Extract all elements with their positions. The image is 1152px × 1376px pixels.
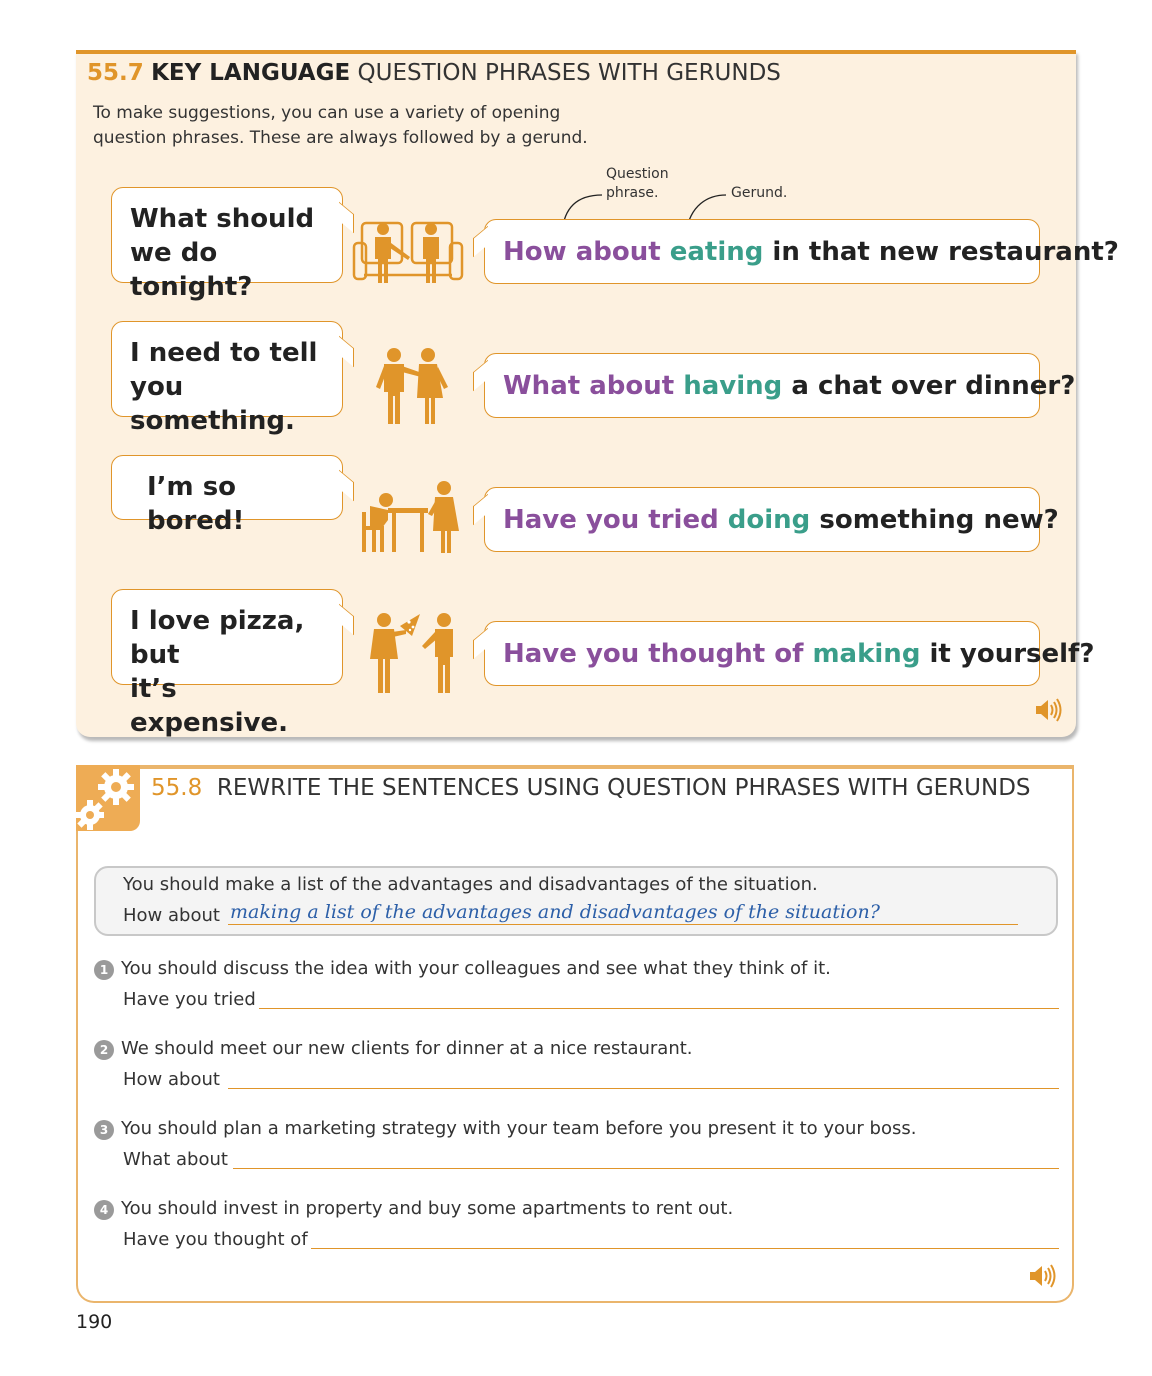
prompt-line-1: I need to tell <box>130 338 318 368</box>
gerund: doing <box>727 504 811 535</box>
bored-person-at-table-icon <box>362 481 459 553</box>
item-prompt-2: How about <box>123 1069 220 1090</box>
item-number-4: 4 <box>94 1200 114 1220</box>
couple-talking-icon <box>376 348 448 424</box>
answer-line-4[interactable] <box>311 1248 1059 1249</box>
item-number-2: 2 <box>94 1040 114 1060</box>
answer-line-3[interactable] <box>233 1168 1059 1169</box>
prompt-line-2: it’s expensive. <box>130 674 289 738</box>
exercise-icon-box <box>76 765 140 831</box>
prompt-bubble-4: I love pizza, but it’s expensive. <box>111 589 343 738</box>
gerund: making <box>812 638 921 669</box>
example-prompt: How about <box>123 905 220 926</box>
suggestion-bubble-4: Have you thought of making it yourself? <box>484 621 1094 686</box>
prompt-bubble-3: I’m so bored! <box>111 455 343 536</box>
exercise-panel <box>76 765 1074 1303</box>
prompt-line-1: I love pizza, but <box>130 606 305 670</box>
suggestion-rest: a chat over dinner? <box>791 370 1076 401</box>
item-sentence-3: You should plan a marketing strategy wit… <box>121 1118 917 1139</box>
item-sentence-2: We should meet our new clients for dinne… <box>121 1038 693 1059</box>
question-phrase: How about <box>503 236 661 267</box>
annotation-gerund: Gerund. <box>731 185 788 201</box>
item-prompt-1: Have you tried <box>123 989 256 1010</box>
prompt-line-1: I’m so bored! <box>147 472 245 536</box>
section-number: 55.7 <box>87 60 144 86</box>
section-title-text: QUESTION PHRASES WITH GERUNDS <box>357 60 781 86</box>
question-phrase: What about <box>503 370 675 401</box>
intro-text: To make suggestions, you can use a varie… <box>93 101 588 151</box>
example-answer: making a list of the advantages and disa… <box>230 901 880 923</box>
prompt-line-2: we do tonight? <box>130 238 253 302</box>
section-title-55-7: 55.7 KEY LANGUAGE QUESTION PHRASES WITH … <box>87 60 781 86</box>
suggestion-rest: it yourself? <box>929 638 1095 669</box>
item-number-3: 3 <box>94 1120 114 1140</box>
example-sentence: You should make a list of the advantages… <box>123 874 818 895</box>
prompt-bubble-1: What should we do tonight? <box>111 187 343 302</box>
example-answer-line <box>228 924 1018 925</box>
gerund: eating <box>669 236 764 267</box>
section-title-text: REWRITE THE SENTENCES USING QUESTION PHR… <box>216 775 1031 801</box>
prompt-line-1: What should <box>130 204 315 234</box>
intro-line-2: question phrases. These are always follo… <box>93 128 588 148</box>
suggestion-bubble-1: How about eating in that new restaurant? <box>484 219 1119 284</box>
person-offering-pizza-icon <box>370 613 453 693</box>
question-phrase: Have you thought of <box>503 638 804 669</box>
answer-line-1[interactable] <box>259 1008 1059 1009</box>
gerund: having <box>683 370 783 401</box>
suggestion-bubble-3: Have you tried doing something new? <box>484 487 1059 552</box>
annotation-line-1: Question <box>606 166 669 182</box>
section-key-label: KEY LANGUAGE <box>151 60 351 86</box>
gears-icon <box>76 769 134 830</box>
speaker-icon[interactable] <box>1034 698 1062 722</box>
annotation-question-phrase: Question phrase. <box>606 165 669 203</box>
suggestion-rest: in that new restaurant? <box>772 236 1119 267</box>
prompt-line-2: you something. <box>130 372 295 436</box>
annotation-line-2: phrase. <box>606 185 659 201</box>
item-sentence-1: You should discuss the idea with your co… <box>121 958 831 979</box>
item-prompt-3: What about <box>123 1149 228 1170</box>
item-number-1: 1 <box>94 960 114 980</box>
item-sentence-4: You should invest in property and buy so… <box>121 1198 734 1219</box>
section-number: 55.8 <box>151 775 203 801</box>
speaker-icon[interactable] <box>1028 1264 1056 1288</box>
question-phrase: Have you tried <box>503 504 719 535</box>
section-title-55-8: 55.8 REWRITE THE SENTENCES USING QUESTIO… <box>151 775 1031 801</box>
couple-on-sofa-icon <box>352 221 464 283</box>
page-number: 190 <box>76 1311 113 1333</box>
prompt-bubble-2: I need to tell you something. <box>111 321 343 436</box>
intro-line-1: To make suggestions, you can use a varie… <box>93 103 561 123</box>
answer-line-2[interactable] <box>228 1088 1059 1089</box>
item-prompt-4: Have you thought of <box>123 1229 308 1250</box>
suggestion-bubble-2: What about having a chat over dinner? <box>484 353 1075 418</box>
suggestion-rest: something new? <box>819 504 1059 535</box>
